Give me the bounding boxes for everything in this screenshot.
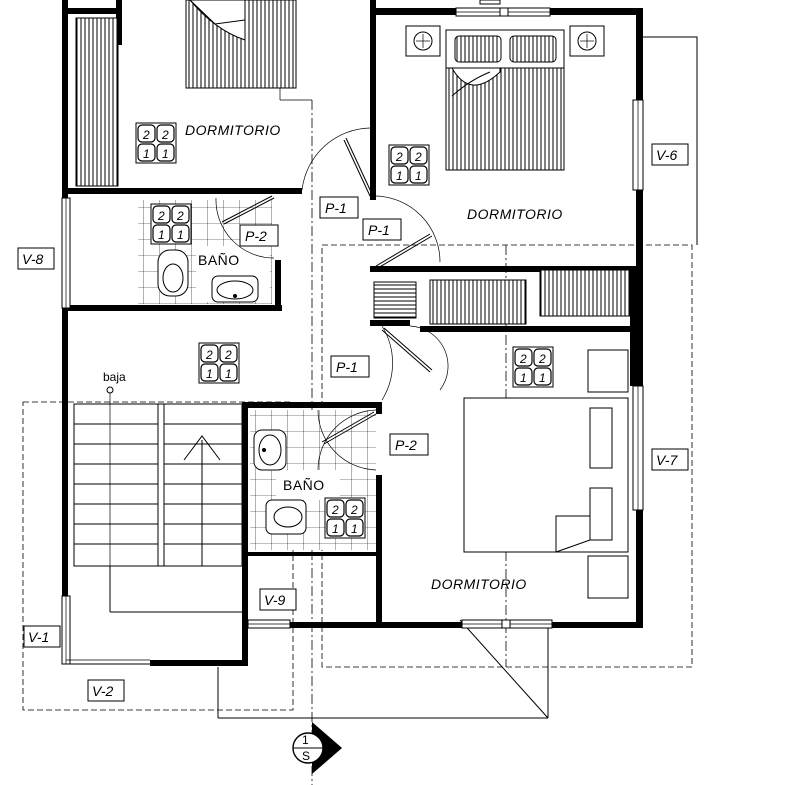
- tag-v8: V-8: [17, 247, 55, 270]
- finish-code-top-left: 2 2 1 1: [135, 122, 177, 164]
- svg-text:2: 2: [142, 128, 150, 142]
- finish-code-bath-lower: 2 2 1 1: [324, 497, 366, 539]
- bath-upper: [138, 200, 272, 304]
- tag-v1: V-1: [23, 625, 61, 648]
- svg-text:2: 2: [224, 348, 232, 362]
- svg-text:2: 2: [538, 352, 546, 366]
- finish-code-top-right: 2 2 1 1: [388, 144, 430, 186]
- doors: [215, 127, 449, 471]
- svg-text:1: 1: [332, 522, 339, 536]
- windows: [61, 0, 644, 665]
- tag-p1-b: P-1: [362, 218, 402, 241]
- bed-top-left: [185, 0, 297, 89]
- svg-text:1: 1: [158, 228, 165, 242]
- finish-code-hall: 2 2 1 1: [198, 342, 240, 384]
- bed-top-right: [405, 25, 605, 171]
- svg-text:2: 2: [519, 352, 527, 366]
- svg-text:2: 2: [395, 150, 403, 164]
- svg-text:P-2: P-2: [245, 228, 267, 244]
- tag-v2: V-2: [87, 679, 125, 702]
- svg-text:1: 1: [206, 367, 213, 381]
- svg-text:2: 2: [331, 503, 339, 517]
- tag-p2-b: P-2: [389, 433, 429, 456]
- svg-text:1: 1: [415, 169, 422, 183]
- svg-text:V-6: V-6: [656, 147, 677, 163]
- tag-p1-c: P-1: [330, 355, 370, 378]
- svg-text:1: 1: [162, 147, 169, 161]
- svg-text:V-8: V-8: [22, 251, 43, 267]
- svg-text:P-1: P-1: [325, 200, 347, 216]
- room-label-dormitorio-top-right: DORMITORIO: [467, 206, 563, 222]
- room-label-bano-lower: BAÑO: [283, 477, 325, 493]
- stair-label: baja: [103, 370, 126, 384]
- tag-v6: V-6: [651, 143, 689, 166]
- svg-text:2: 2: [350, 503, 358, 517]
- tag-p1-a: P-1: [319, 196, 359, 219]
- walls: [62, 0, 643, 666]
- svg-text:V-1: V-1: [28, 629, 49, 645]
- section-mark: 1 S: [292, 722, 342, 774]
- svg-text:1: 1: [539, 371, 546, 385]
- svg-text:1: 1: [225, 367, 232, 381]
- bath-lower: [250, 410, 376, 550]
- svg-text:2: 2: [414, 150, 422, 164]
- svg-text:V-2: V-2: [92, 683, 113, 699]
- svg-text:P-2: P-2: [395, 437, 417, 453]
- tag-v9: V-9: [259, 588, 297, 611]
- room-label-dormitorio-top-left: DORMITORIO: [185, 122, 281, 138]
- stairs: [73, 386, 243, 613]
- svg-text:1: 1: [520, 371, 527, 385]
- room-label-dormitorio-bottom-right: DORMITORIO: [431, 576, 527, 592]
- bed-bottom-right: [463, 349, 629, 599]
- finish-code-symbols: 2 2 1 1 2 2 1 1 2 2 1 1 2 2 1 1 2: [135, 122, 554, 539]
- svg-text:V-9: V-9: [264, 592, 285, 608]
- svg-text:1: 1: [396, 169, 403, 183]
- room-label-bano-upper: BAÑO: [198, 252, 240, 268]
- finish-code-bottom-right: 2 2 1 1: [512, 346, 554, 388]
- svg-text:P-1: P-1: [368, 222, 390, 238]
- svg-text:P-1: P-1: [336, 359, 358, 375]
- tag-v7: V-7: [651, 448, 689, 471]
- opening-tags: V-8 V-6 V-7 V-9 V-1 V-2 P-1 P-1: [17, 143, 689, 702]
- svg-text:2: 2: [205, 348, 213, 362]
- svg-text:1: 1: [177, 228, 184, 242]
- svg-text:2: 2: [176, 209, 184, 223]
- section-mark-letter: S: [302, 749, 310, 763]
- svg-text:1: 1: [351, 522, 358, 536]
- svg-text:V-7: V-7: [656, 452, 678, 468]
- svg-text:2: 2: [157, 209, 165, 223]
- section-mark-number: 1: [302, 733, 309, 747]
- finish-code-bath-upper: 2 2 1 1: [150, 203, 192, 245]
- svg-text:1: 1: [143, 147, 150, 161]
- closets: [75, 17, 631, 325]
- tag-p2-a: P-2: [239, 224, 279, 247]
- svg-text:2: 2: [161, 128, 169, 142]
- room-labels: DORMITORIO DORMITORIO DORMITORIO BAÑO BA…: [103, 122, 563, 592]
